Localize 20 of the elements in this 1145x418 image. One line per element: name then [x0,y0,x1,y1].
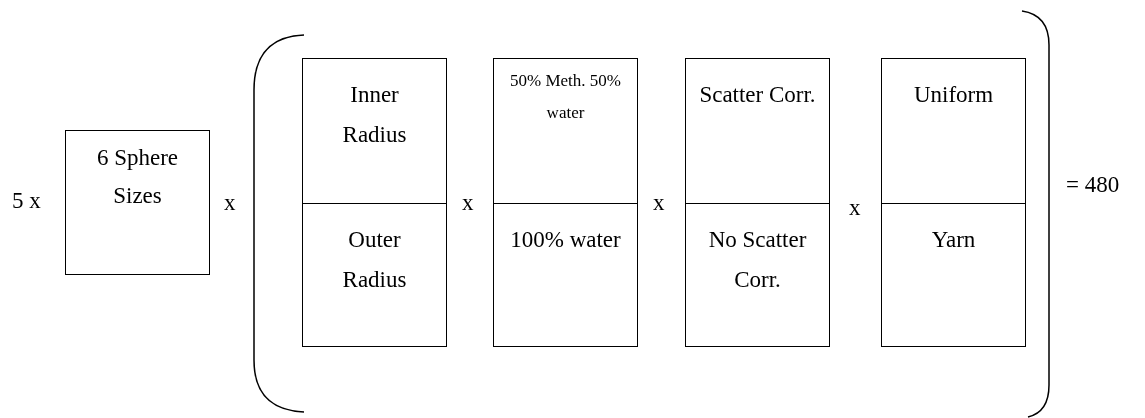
box-text: 100% water [510,225,621,254]
operator-text: x [462,190,474,216]
box-text: Yarn [931,225,976,254]
box-text: Uniform [913,81,994,109]
box-text: 50% Meth. 50% water [509,70,622,124]
box-text: Outer Radius [341,225,408,294]
split-box [685,58,830,347]
split-box [302,58,447,347]
box-text: Scatter Corr. [699,81,816,109]
result-text: = 480 [1066,172,1120,198]
operator-text: x [224,190,236,216]
box-text: Inner Radius [341,81,408,149]
factor-box [65,130,210,275]
box-text: 6 Sphere Sizes [95,144,180,210]
operator-text: 5 x [12,188,41,214]
box-text: No Scatter Corr. [707,225,808,294]
operator-text: x [653,190,665,216]
operator-text: x [849,195,861,221]
split-box [881,58,1026,347]
split-box [493,58,638,347]
